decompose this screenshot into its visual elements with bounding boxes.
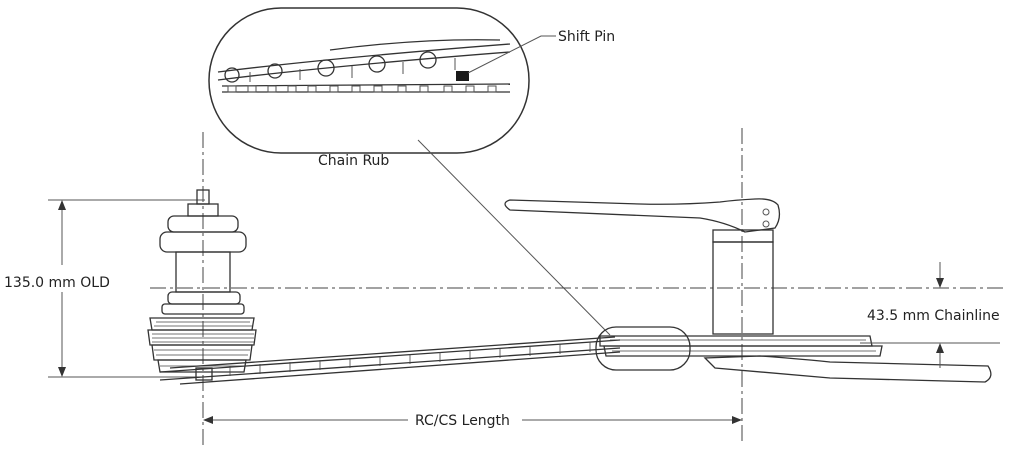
chain bbox=[159, 336, 621, 385]
chainline-dimension bbox=[860, 262, 1000, 368]
rc-cs-dimension bbox=[203, 416, 742, 424]
detail-callout-frame bbox=[208, 7, 530, 154]
rc-cs-length-label: RC/CS Length bbox=[415, 413, 510, 429]
chain-rub-zone bbox=[595, 326, 691, 371]
center-lines bbox=[150, 128, 1005, 445]
old-label: 135.0 mm OLD bbox=[4, 275, 110, 291]
crankset bbox=[504, 198, 992, 383]
detail-sprocket-teeth bbox=[227, 85, 497, 93]
chainline-label: 43.5 mm Chainline bbox=[867, 308, 1000, 324]
shift-pin-leader bbox=[467, 35, 556, 74]
shift-pin-marker bbox=[456, 71, 469, 81]
chain-rub-label: Chain Rub bbox=[318, 153, 389, 169]
shift-pin-label: Shift Pin bbox=[558, 29, 615, 45]
detail-callout bbox=[208, 7, 556, 154]
chain-rub-leader bbox=[417, 139, 611, 336]
rear-hub bbox=[159, 189, 247, 315]
cassette bbox=[147, 317, 257, 381]
detail-chain bbox=[217, 39, 511, 93]
old-dimension bbox=[48, 199, 205, 378]
